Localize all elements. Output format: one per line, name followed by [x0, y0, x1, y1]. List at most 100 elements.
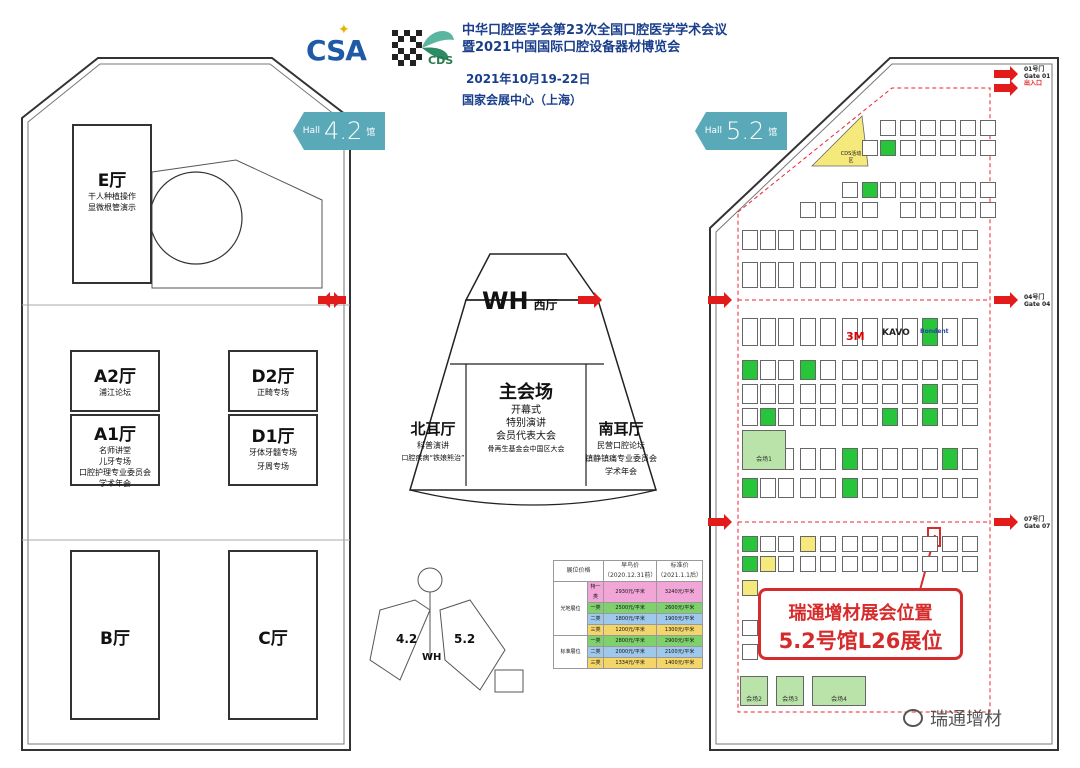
booth: [842, 360, 858, 380]
booth: [760, 536, 776, 552]
room-a2-line: 浦江论坛: [99, 388, 131, 397]
price-header-std-sub: （2021.1.1后）: [657, 572, 703, 579]
price-std: 1300元/平米: [656, 624, 703, 636]
booth: [800, 360, 816, 380]
booth: [922, 536, 938, 552]
callout-line2: 5.2号馆L26展位: [778, 629, 943, 653]
booth: [922, 262, 938, 288]
booth: [862, 408, 878, 426]
booth: [980, 140, 996, 156]
booth: [942, 384, 958, 404]
booth: [942, 448, 958, 470]
watermark: 瑞通增材: [930, 709, 1002, 730]
booth: [980, 202, 996, 218]
booth: [960, 202, 976, 218]
south-ear-hall-name: 南耳厅: [598, 420, 644, 438]
csa-logo: CSA: [306, 34, 367, 67]
booth: [942, 556, 958, 572]
event-title-line2: 暨2021中国国际口腔设备器材博览会: [462, 40, 681, 55]
booth: [962, 478, 978, 498]
booth-kavo: KAVO: [882, 328, 910, 338]
booth: [922, 230, 938, 250]
price-std: 2100元/平米: [656, 646, 703, 658]
venue-1: 会场1: [742, 430, 786, 470]
price-cat: 二类: [587, 646, 604, 658]
gate-07: 07号门 Gate 07: [1024, 516, 1050, 530]
booth: [742, 230, 758, 250]
room-d1-line: 牙体牙髓专场: [249, 448, 297, 457]
booth: [778, 230, 794, 250]
booth: [842, 384, 858, 404]
gate-01: 01号门 Gate 01 出入口: [1024, 66, 1050, 87]
hall-52-number: 5.2: [726, 117, 765, 145]
room-a2-name: A2厅: [94, 367, 136, 387]
room-d2-line: 正畸专场: [257, 388, 289, 397]
booth: [882, 384, 898, 404]
room-d2: D2厅 正畸专场: [228, 350, 318, 412]
minimap-label-42: 4.2: [396, 632, 418, 646]
booth: [800, 384, 816, 404]
booth: [820, 262, 836, 288]
booth: [842, 202, 858, 218]
venue-2-label: 会场2: [746, 696, 762, 703]
room-c-name: C厅: [258, 629, 288, 649]
booth: [922, 384, 938, 404]
booth: [800, 202, 816, 218]
hall-42-prefix: Hall: [302, 126, 321, 136]
main-hall-line: 特别演讲: [506, 418, 546, 429]
booth: [980, 120, 996, 136]
booth: [902, 318, 918, 346]
booth: [820, 384, 836, 404]
booth: [862, 318, 878, 346]
minimap-label-wh: WH: [422, 652, 442, 663]
booth: [778, 408, 794, 426]
room-e-line: 干人种植操作: [88, 192, 136, 201]
main-hall-name: 主会场: [499, 382, 553, 403]
booth: [842, 408, 858, 426]
booth: [880, 120, 896, 136]
booth: [962, 318, 978, 346]
booth: [820, 202, 836, 218]
booth: [742, 580, 758, 596]
price-table: 展位价格 早鸟价（2020.12.31前） 标准价（2021.1.1后） 光地展…: [553, 560, 703, 669]
booth: [942, 262, 958, 288]
booth: [760, 262, 776, 288]
booth: [742, 556, 758, 572]
venue-2: 会场2: [740, 676, 768, 706]
hall-42-banner: Hall 4.2 馆: [293, 112, 385, 150]
booth: [880, 182, 896, 198]
booth: [942, 360, 958, 380]
booth-3m: 3M: [846, 330, 865, 343]
price-std: 1900元/平米: [656, 613, 703, 625]
booth: [778, 478, 794, 498]
booth: [882, 448, 898, 470]
booth: [902, 262, 918, 288]
price-cat: 特一类: [587, 581, 604, 603]
room-a2: A2厅 浦江论坛: [70, 350, 160, 412]
booth: [922, 448, 938, 470]
hall-42-number: 4.2: [324, 117, 363, 145]
booth: [842, 478, 858, 498]
booth: [842, 448, 858, 470]
booth: [882, 262, 898, 288]
booth: [800, 478, 816, 498]
booth: [800, 408, 816, 426]
booth: [760, 408, 776, 426]
booth: [778, 556, 794, 572]
booth: [962, 384, 978, 404]
price-std: 3240元/平米: [656, 581, 703, 603]
price-header-cell: 早鸟价（2020.12.31前）: [602, 560, 658, 582]
booth: [962, 360, 978, 380]
booth: [922, 478, 938, 498]
north-ear-hall: 北耳厅 科普演讲 口腔疾病“铁娘熊治”: [392, 418, 474, 465]
price-early: 1334元/平米: [602, 657, 658, 669]
event-date: 2021年10月19-22日: [466, 72, 591, 86]
room-c: C厅: [228, 550, 318, 720]
booth: [800, 262, 816, 288]
booth: [760, 230, 776, 250]
gate-07-cn: 07号门: [1024, 516, 1045, 523]
room-a1-line: 学术年会: [99, 479, 131, 488]
booth: [960, 182, 976, 198]
star-icon: ✦: [338, 22, 350, 38]
event-title: 中华口腔医学会第23次全国口腔医学学术会议 暨2021中国国际口腔设备器材博览会: [462, 22, 727, 56]
